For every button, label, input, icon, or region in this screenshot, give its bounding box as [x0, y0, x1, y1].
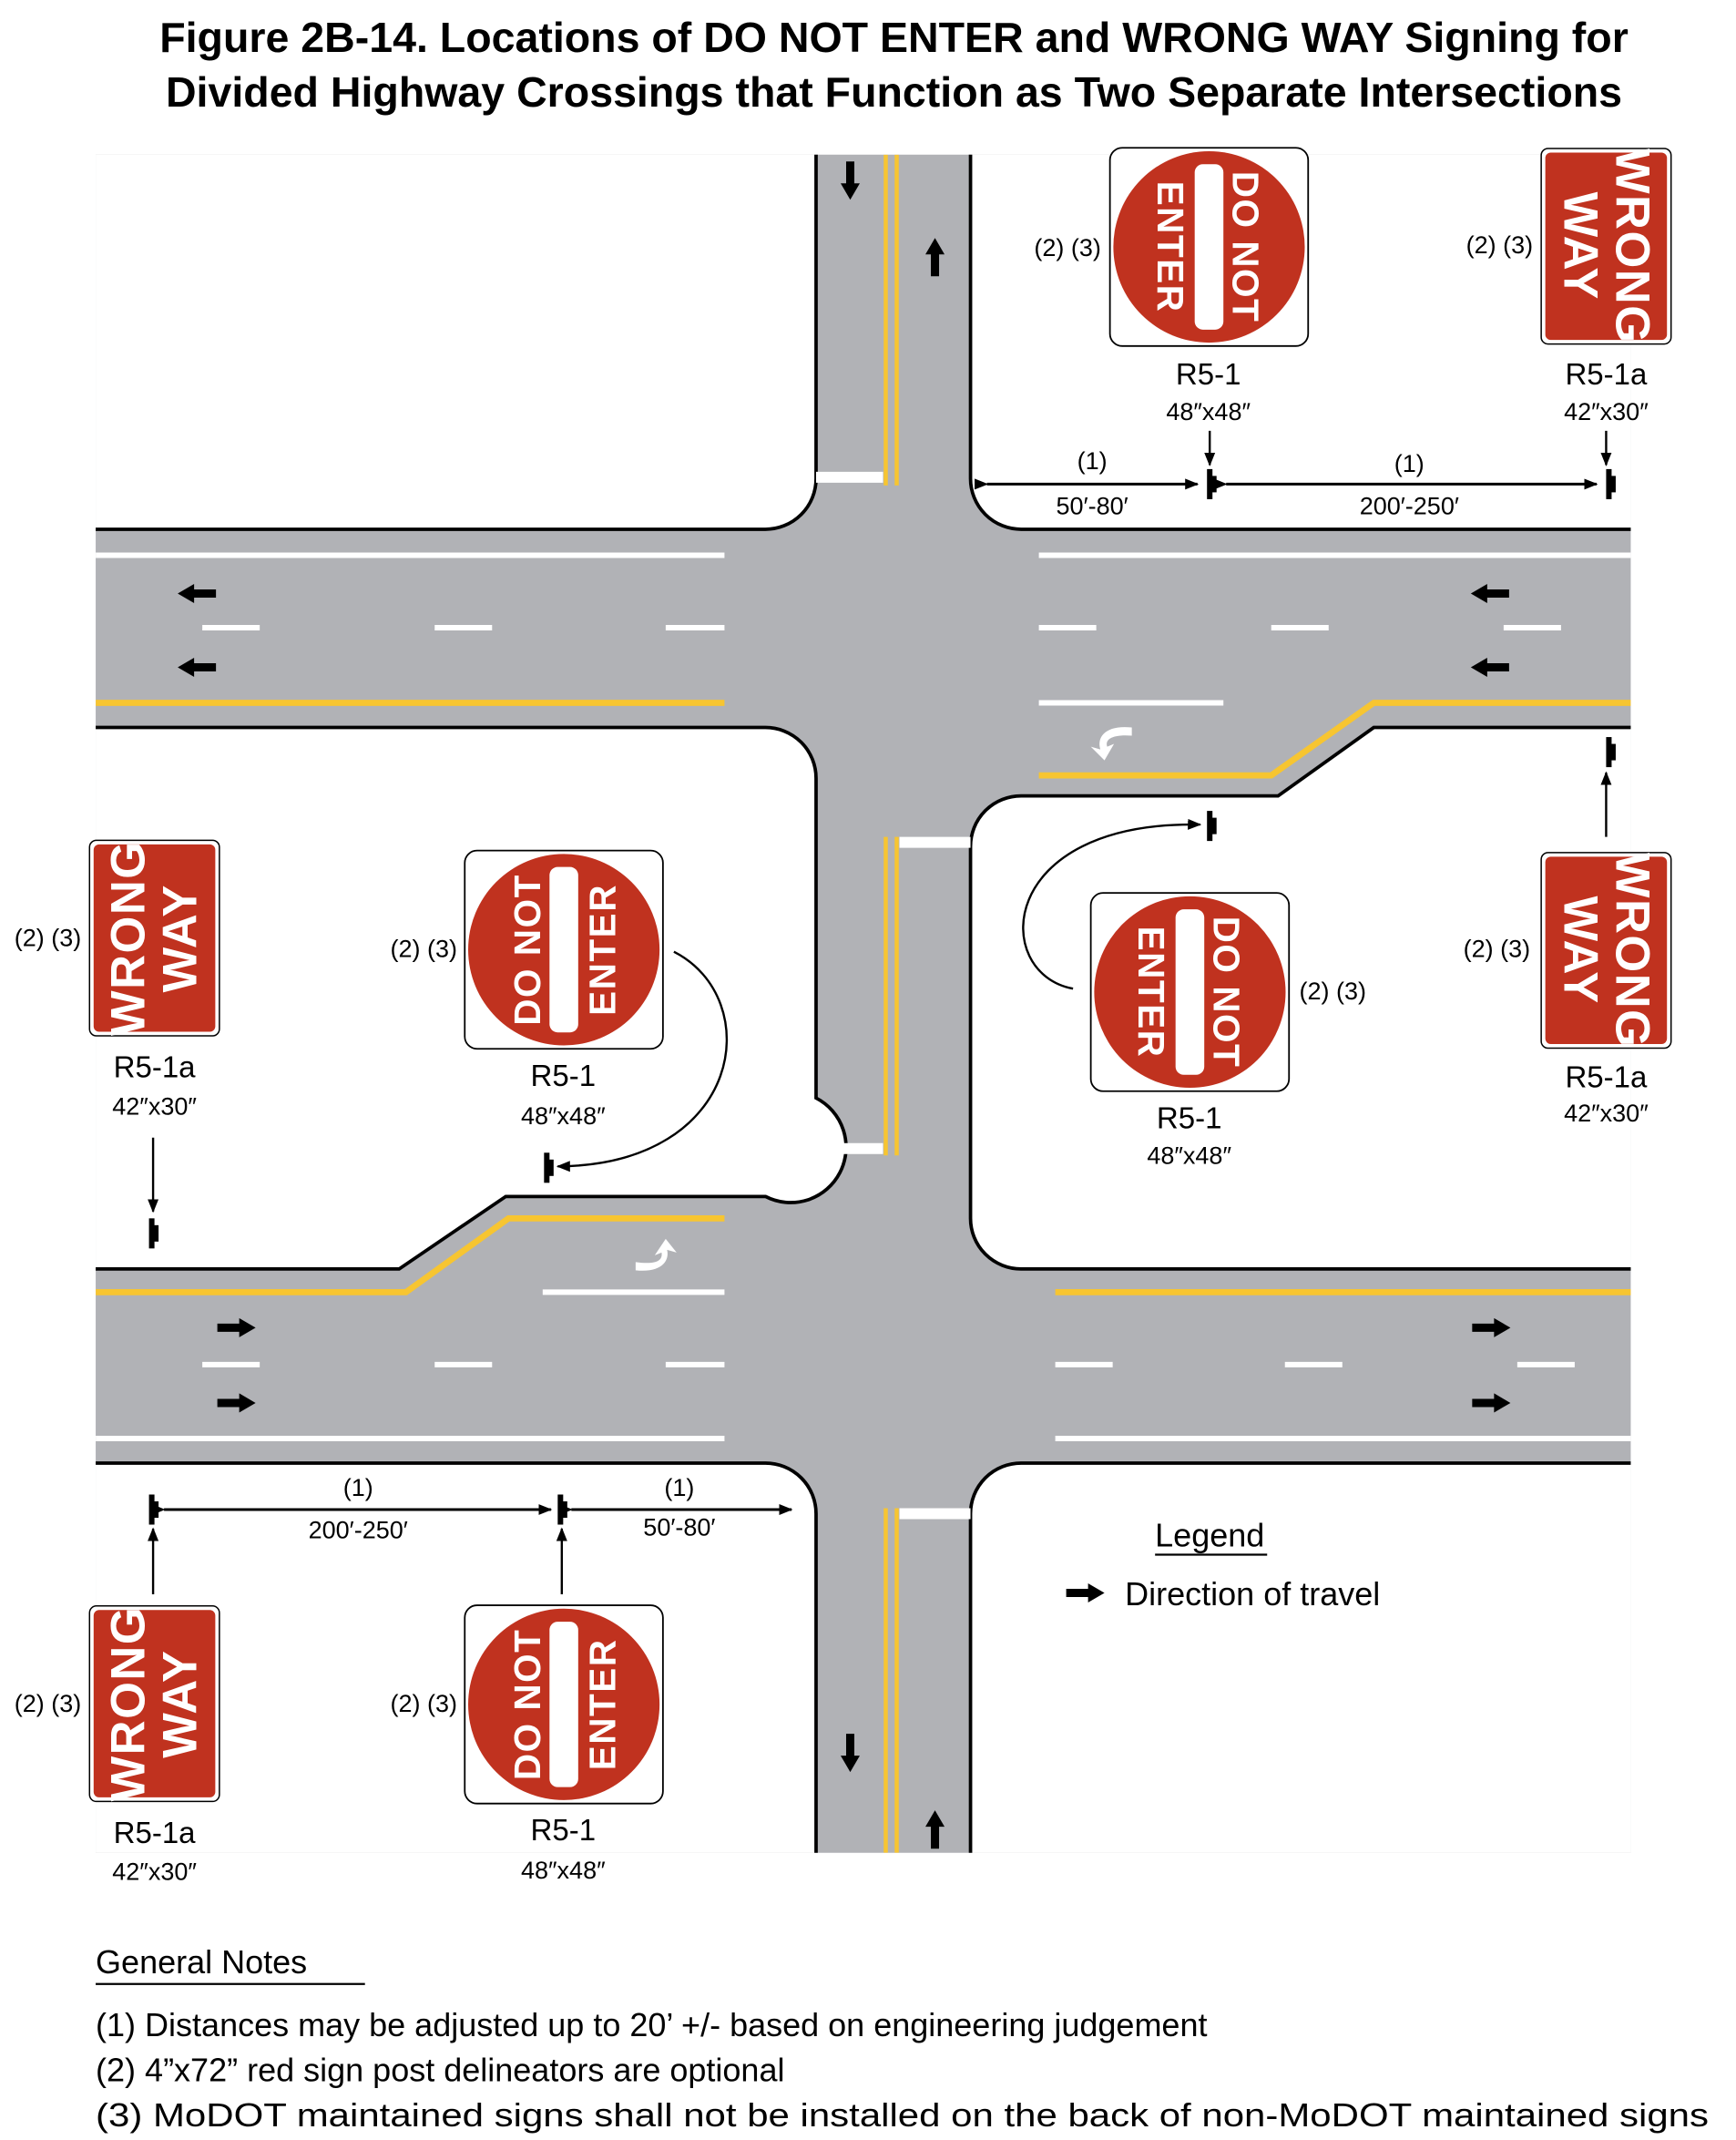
do-not-enter-sign-right: DO NOT ENTER — [1089, 892, 1291, 1092]
sign-text: DO NOT — [1225, 171, 1267, 323]
road-network — [96, 154, 1631, 1853]
leader-lines — [148, 430, 1612, 1595]
dimension-note-ref: (1) — [664, 1474, 694, 1501]
sign-size: 42″x30″ — [1564, 398, 1649, 425]
sign-text: WRONG — [1606, 148, 1659, 344]
sign-text: ENTER — [1130, 927, 1172, 1059]
sign-code: R5-1a — [1565, 357, 1648, 391]
sign-text: ENTER — [1149, 181, 1191, 313]
wrong-way-sign-right: WRONG WAY — [1540, 852, 1672, 1050]
dimension-note-ref: (1) — [1394, 450, 1425, 477]
general-notes: General Notes (1) Distances may be adjus… — [96, 1943, 1709, 2134]
stop-bars — [815, 471, 971, 1520]
sign-text: WRONG — [1606, 853, 1659, 1049]
legend-direction: Direction of travel — [1125, 1575, 1380, 1613]
wrong-way-sign-top-right: WRONG WAY — [1540, 148, 1672, 345]
note-refs: (2) (3) — [1466, 231, 1534, 259]
legend-title: Legend — [1155, 1517, 1264, 1554]
upper-road-yellow-lines — [96, 700, 1631, 779]
figure-title-line1: Figure 2B-14. Locations of DO NOT ENTER … — [159, 14, 1629, 61]
sign-code: R5-1a — [1565, 1060, 1648, 1093]
travel-arrows — [178, 161, 1511, 1849]
sign-code: R5-1 — [1157, 1101, 1222, 1134]
sign-code: R5-1a — [114, 1816, 197, 1849]
sign-size: 48″x48″ — [521, 1857, 606, 1884]
dimension-short-bottom: 50′-80′ — [643, 1514, 715, 1541]
cross-road-yellow-lines — [883, 154, 899, 1853]
u-turn-arrow-icon — [1090, 727, 1132, 761]
sign-labels: (2) (3) R5-1 48″x48″ (2) (3) R5-1a 42″x3… — [15, 231, 1649, 1886]
note-refs: (2) (3) — [390, 936, 457, 963]
sign-text: WAY — [1554, 192, 1608, 301]
do-not-enter-sign-left: DO NOT ENTER — [464, 849, 664, 1050]
wrong-way-sign-left: WRONG WAY — [88, 839, 220, 1037]
sign-size: 48″x48″ — [521, 1102, 606, 1130]
sign-text: WAY — [153, 884, 207, 992]
u-turn-arrow-icon — [635, 1238, 677, 1271]
note-item: (2) 4”x72” red sign post delineators are… — [96, 2051, 784, 2088]
dimension-long-top: 200′-250′ — [1360, 492, 1459, 519]
sign-size: 42″x30″ — [112, 1858, 197, 1886]
sign-code: R5-1 — [531, 1059, 597, 1092]
note-refs: (2) (3) — [1034, 234, 1101, 261]
sign-size: 48″x48″ — [1166, 398, 1251, 425]
wrong-way-sign-bottom-left: WRONG WAY — [88, 1605, 220, 1803]
sign-text: ENTER — [581, 1638, 623, 1770]
notes-title: General Notes — [96, 1943, 307, 1981]
curb-top-left — [96, 154, 818, 531]
note-item: (1) Distances may be adjusted up to 20’ … — [96, 2006, 1207, 2043]
sign-code: R5-1a — [114, 1050, 197, 1084]
dimension-lines — [151, 478, 1598, 1516]
sign-text: DO NOT — [1206, 916, 1248, 1069]
note-refs: (2) (3) — [1300, 978, 1367, 1005]
sign-text: WRONG — [101, 840, 155, 1036]
note-refs: (2) (3) — [15, 925, 82, 952]
upper-road-white-markings — [96, 552, 1631, 706]
dimension-short-top: 50′-80′ — [1057, 492, 1128, 519]
sign-code: R5-1 — [1176, 357, 1241, 391]
sign-size: 48″x48″ — [1147, 1142, 1231, 1169]
note-refs: (2) (3) — [1464, 936, 1531, 963]
sign-text: WAY — [153, 1649, 207, 1757]
note-item: (3) MoDOT maintained signs shall not be … — [96, 2096, 1709, 2134]
sign-text: DO NOT — [506, 874, 548, 1026]
sign-text: ENTER — [581, 884, 623, 1016]
do-not-enter-sign-bottom: DO NOT ENTER — [464, 1604, 664, 1805]
curb-bottom-right — [968, 1461, 1631, 1853]
sign-size: 42″x30″ — [1564, 1100, 1649, 1127]
dimension-note-ref: (1) — [1077, 447, 1108, 475]
sign-code: R5-1 — [531, 1813, 597, 1847]
sign-text: WAY — [1554, 896, 1608, 1005]
dimension-long-bottom: 200′-250′ — [309, 1517, 408, 1544]
do-not-enter-sign-top: DO NOT ENTER — [1108, 147, 1310, 347]
note-refs: (2) (3) — [390, 1690, 457, 1717]
note-refs: (2) (3) — [15, 1690, 82, 1717]
sign-size: 42″x30″ — [112, 1092, 197, 1120]
sign-text: WRONG — [101, 1606, 155, 1802]
dimension-note-ref: (1) — [343, 1474, 373, 1501]
lower-road-yellow-lines — [96, 1214, 1631, 1295]
legend: Legend Direction of travel — [1066, 1517, 1380, 1613]
sign-text: DO NOT — [506, 1629, 548, 1781]
figure-title-line2: Divided Highway Crossings that Function … — [166, 68, 1622, 116]
lower-road-white-markings — [96, 1289, 1631, 1441]
